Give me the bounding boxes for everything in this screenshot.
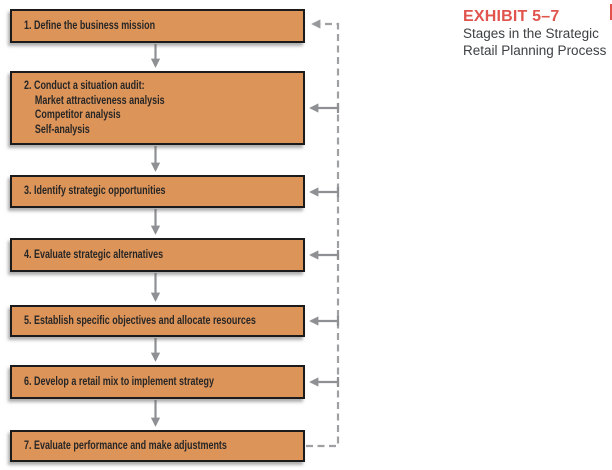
flow-step-5-label: 5. Establish specific objectives and all…: [24, 314, 256, 327]
exhibit-subtitle-line-1: Stages in the Strategic: [463, 26, 599, 41]
flow-step-4-label: 4. Evaluate strategic alternatives: [24, 248, 164, 261]
exhibit-label: EXHIBIT 5–7: [463, 8, 560, 25]
flow-step-6: 6. Develop a retail mix to implement str…: [10, 365, 305, 399]
clipped-page-edge-artifact: [610, 4, 612, 20]
feedback-loop-dashed-line: [306, 19, 340, 448]
flow-step-2-label: 2. Conduct a situation audit:: [24, 80, 145, 92]
exhibit-heading: EXHIBIT 5–7 Stages in the Strategic Reta…: [463, 7, 612, 59]
flow-step-5: 5. Establish specific objectives and all…: [10, 305, 305, 337]
flow-step-7: 7. Evaluate performance and make adjustm…: [10, 430, 305, 462]
flow-step-3: 3. Identify strategic opportunities: [10, 175, 305, 208]
flow-step-1-label: 1. Define the business mission: [24, 19, 156, 32]
flow-step-2: 2. Conduct a situation audit: Market att…: [10, 71, 305, 145]
flow-step-2-subline-3: Self-analysis: [34, 123, 90, 136]
flow-step-2-subline-1: Market attractiveness analysis: [34, 94, 165, 107]
flow-step-3-label: 3. Identify strategic opportunities: [24, 185, 166, 198]
flow-step-4: 4. Evaluate strategic alternatives: [10, 238, 305, 272]
flow-step-6-label: 6. Develop a retail mix to implement str…: [24, 375, 214, 388]
exhibit-subtitle-line-2: Retail Planning Process: [463, 42, 607, 58]
flow-step-1: 1. Define the business mission: [10, 9, 305, 43]
flow-step-2-subline-2: Competitor analysis: [34, 109, 121, 121]
feedback-arrows-group: [309, 103, 340, 387]
flow-step-7-label: 7. Evaluate performance and make adjustm…: [24, 439, 227, 452]
